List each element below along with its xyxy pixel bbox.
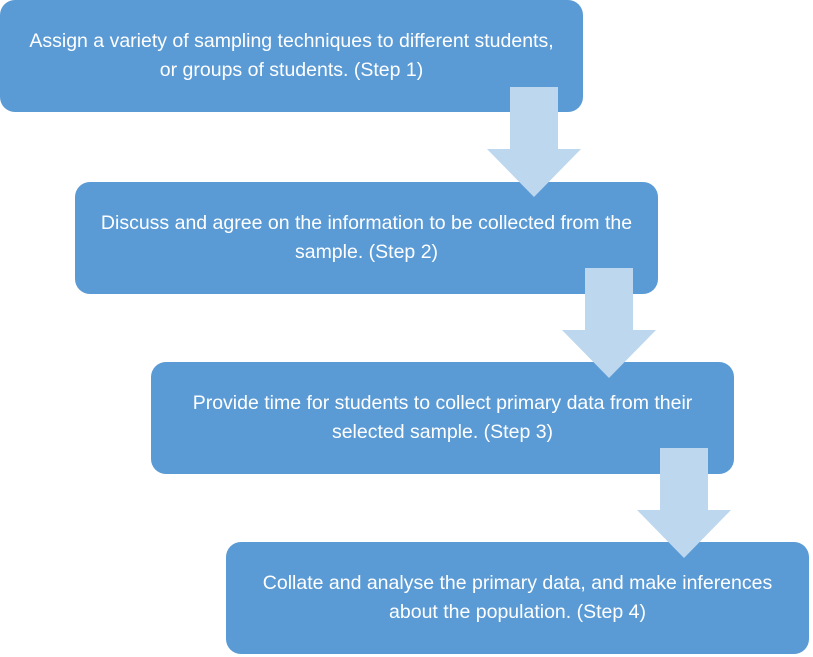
step-3-text: Provide time for students to collect pri… bbox=[192, 392, 693, 443]
down-arrow-icon bbox=[637, 448, 731, 558]
step-4-text: Collate and analyse the primary data, an… bbox=[262, 572, 773, 623]
step-4-box: Collate and analyse the primary data, an… bbox=[226, 542, 809, 654]
step-2-text: Discuss and agree on the information to … bbox=[100, 212, 633, 263]
step-2-box: Discuss and agree on the information to … bbox=[75, 182, 658, 294]
step-3-box: Provide time for students to collect pri… bbox=[151, 362, 734, 474]
down-arrow-icon bbox=[562, 268, 656, 378]
step-1-box: Assign a variety of sampling techniques … bbox=[0, 0, 583, 112]
down-arrow-icon bbox=[487, 87, 581, 197]
step-1-text: Assign a variety of sampling techniques … bbox=[29, 30, 554, 81]
